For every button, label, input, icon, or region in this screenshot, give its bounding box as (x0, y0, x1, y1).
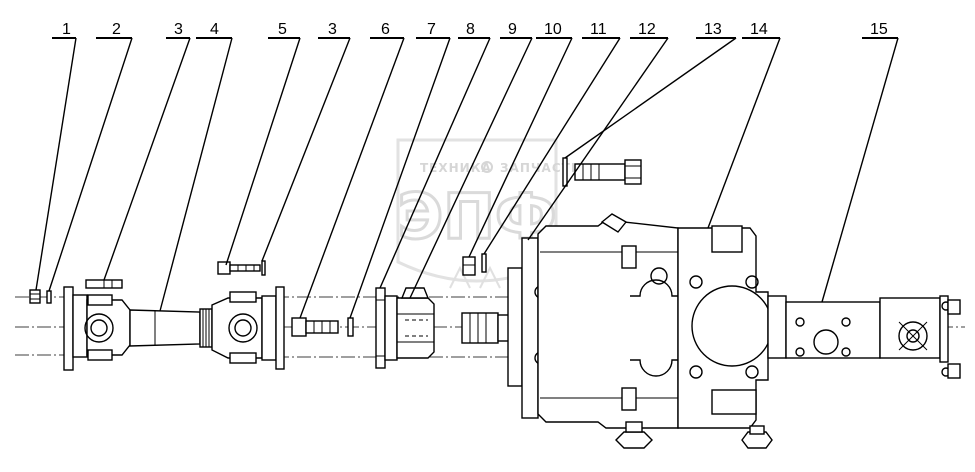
part-5-bolt (217, 260, 266, 276)
part-10-key (462, 256, 476, 276)
part-2-washer (46, 290, 52, 304)
callout-14: 14 (750, 21, 768, 38)
callout-5: 5 (278, 21, 287, 38)
callout-15: 15 (870, 21, 888, 38)
callout-12: 12 (638, 21, 656, 38)
part-11-pin (481, 253, 487, 273)
wheat-icon (449, 265, 501, 289)
part-13-bolt (562, 157, 642, 187)
part-9-hub (396, 287, 435, 359)
callout-2: 2 (112, 21, 121, 38)
gear-icon (481, 161, 493, 173)
callout-8: 8 (466, 21, 475, 38)
pump-input-shaft (461, 312, 513, 344)
part-8-adapter-flange (375, 287, 398, 369)
part-4-cardan-shaft (63, 279, 285, 371)
watermark-text-right: ЗАПЧАСТИ (500, 161, 582, 175)
callout-6: 6 (381, 21, 390, 38)
callout-13: 13 (704, 21, 722, 38)
callout-3a: 3 (174, 21, 183, 38)
part-1-nut (29, 289, 41, 304)
leader-lines (35, 37, 899, 319)
part-14-pump-housing (537, 213, 773, 449)
callout-10: 10 (544, 21, 562, 38)
callout-7: 7 (427, 21, 436, 38)
part-6-bolt (291, 317, 339, 337)
callout-11: 11 (590, 21, 607, 38)
part-7-washer (347, 317, 354, 337)
part-15-gear-pump (767, 295, 961, 379)
callout-numbers: 1 2 3 4 5 3 6 7 8 9 10 11 12 13 14 15 (62, 21, 888, 38)
callout-1: 1 (62, 21, 71, 38)
callout-3b: 3 (328, 21, 337, 38)
callout-4: 4 (210, 21, 219, 38)
callout-9: 9 (508, 21, 517, 38)
